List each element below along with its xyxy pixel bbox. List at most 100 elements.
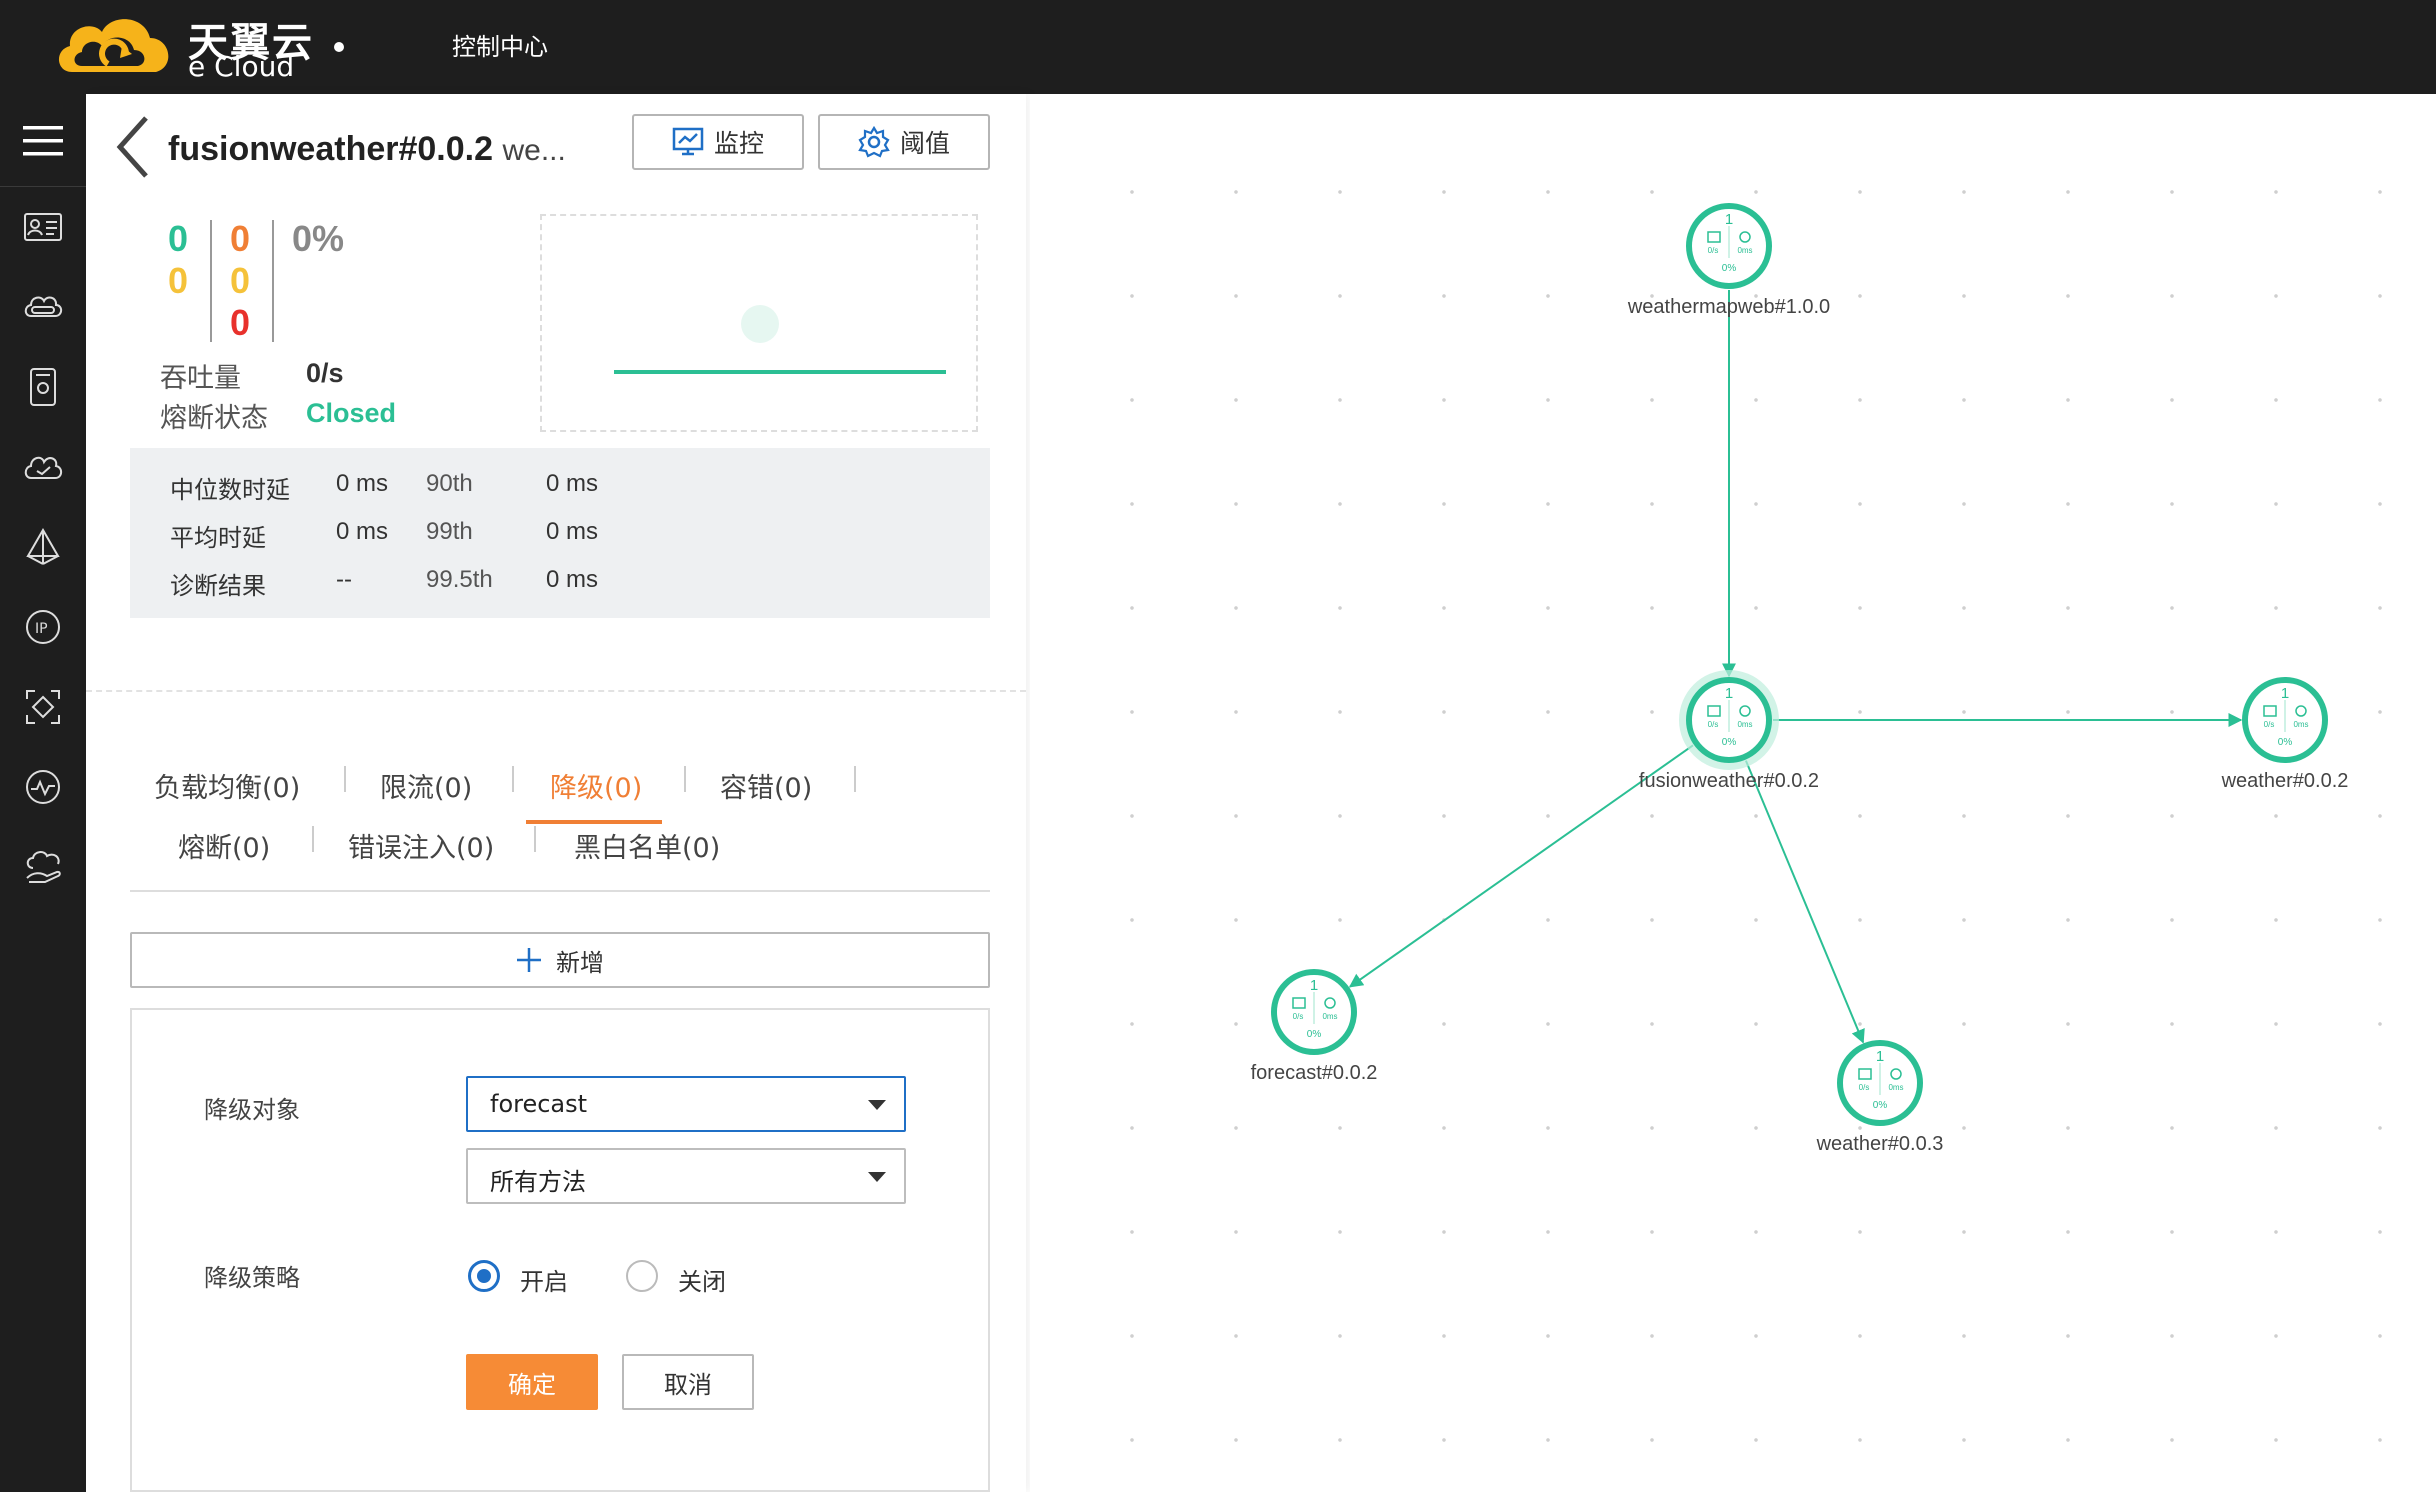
latency-row-2-value: 0 ms (336, 518, 389, 545)
tab-circuit-breaker[interactable]: 熔断(0) (178, 833, 271, 864)
monitor-button-label: 监控 (713, 129, 764, 158)
menu-icon[interactable] (0, 102, 86, 180)
brand-dot (334, 42, 344, 52)
stat-c1-bottom: 0 (168, 260, 189, 301)
strategy-on-label[interactable]: 开启 (520, 1268, 568, 1296)
strategy-off-radio[interactable] (626, 1260, 658, 1292)
throughput-icon (1292, 997, 1306, 1009)
topology-edge (1744, 760, 1865, 1044)
cancel-button[interactable]: 取消 (622, 1354, 754, 1410)
scan-icon[interactable] (0, 668, 86, 746)
control-center-link[interactable]: 控制中心 (452, 33, 548, 61)
monitor-icon[interactable] (0, 748, 86, 826)
service-title: fusionweather#0.0.2 we... (168, 130, 566, 169)
tab-separator (534, 826, 536, 852)
tabs-bottom-rule (130, 890, 990, 892)
node-rps: 0/s (1708, 246, 1719, 255)
clock-icon (1890, 1068, 1902, 1080)
cloud-check-icon[interactable] (0, 428, 86, 506)
latency-row-3-label: 诊断结果 (170, 572, 266, 600)
tab-degrade[interactable]: 降级(0) (550, 773, 643, 804)
stat-divider-2 (272, 220, 274, 342)
node-latency: 0ms (1888, 1083, 1903, 1092)
trend-marker (741, 305, 779, 343)
node-error-rate: 0% (1873, 1100, 1888, 1111)
strategy-on-radio[interactable] (468, 1260, 500, 1292)
svg-text:IP: IP (35, 621, 48, 637)
gear-icon (858, 126, 890, 158)
service-detail-panel: fusionweather#0.0.2 we... 监控 阈值 0 0 0 0 … (86, 94, 1026, 1492)
strategy-off-label[interactable]: 关闭 (678, 1268, 726, 1296)
node-latency: 0ms (1737, 246, 1752, 255)
service-node-label: weather#0.0.2 (2221, 770, 2349, 792)
tab-load-balance[interactable]: 负载均衡(0) (154, 773, 301, 804)
id-card-icon[interactable] (0, 188, 86, 266)
method-select-value: 所有方法 (490, 1168, 586, 1196)
clock-icon (1324, 997, 1336, 1009)
tab-separator (312, 826, 314, 852)
plus-icon (517, 948, 541, 972)
clock-icon (1739, 231, 1751, 243)
latency-row-2-label: 平均时延 (170, 524, 266, 552)
latency-row-1-pct-label: 90th (426, 470, 473, 497)
tab-separator (344, 766, 346, 792)
caret-down-icon (868, 1172, 886, 1182)
node-latency: 0ms (1322, 1012, 1337, 1021)
storage-icon[interactable] (0, 348, 86, 426)
latency-row-2-pct-value: 0 ms (546, 518, 599, 545)
confirm-button[interactable]: 确定 (466, 1354, 598, 1410)
stat-c2-bottom: 0 (230, 302, 251, 343)
breaker-label: 熔断状态 (160, 403, 268, 434)
throughput-icon (1707, 231, 1721, 243)
node-instance-count: 1 (1725, 211, 1733, 228)
rail-divider (0, 186, 86, 187)
node-error-rate: 0% (1722, 263, 1737, 274)
clock-icon (2295, 705, 2307, 717)
target-label: 降级对象 (204, 1096, 300, 1124)
tab-rate-limit[interactable]: 限流(0) (380, 773, 473, 804)
monitor-button[interactable]: 监控 (632, 114, 804, 170)
latency-row-2-pct-label: 99th (426, 518, 473, 545)
add-rule-label: 新增 (556, 948, 604, 977)
tab-fault-injection[interactable]: 错误注入(0) (348, 833, 495, 864)
node-rps: 0/s (2264, 720, 2275, 729)
tab-separator (512, 766, 514, 792)
service-node-label: weathermapweb#1.0.0 (1627, 296, 1831, 318)
node-latency: 0ms (1737, 720, 1752, 729)
cloud-hand-icon[interactable] (0, 828, 86, 906)
target-select[interactable]: forecast (466, 1076, 906, 1132)
node-rps: 0/s (1293, 1012, 1304, 1021)
ecloud-logo[interactable] (52, 6, 312, 86)
latency-row-1-value: 0 ms (336, 470, 389, 497)
tab-separator (684, 766, 686, 792)
stat-c2-top: 0 (230, 218, 251, 259)
node-instance-count: 1 (2281, 685, 2289, 702)
add-rule-button[interactable]: 新增 (130, 932, 990, 988)
tab-fault-tolerance[interactable]: 容错(0) (720, 773, 813, 804)
tab-separator (854, 766, 856, 792)
top-bar: 天翼云 e Cloud 控制中心 (0, 0, 2436, 94)
cloud-drive-icon[interactable] (0, 268, 86, 346)
throughput-icon (1707, 705, 1721, 717)
cloud-logo-icon (58, 19, 169, 73)
back-button[interactable] (112, 114, 152, 184)
method-select[interactable]: 所有方法 (466, 1148, 906, 1204)
ip-icon[interactable]: IP (0, 588, 86, 666)
tab-black-white-list[interactable]: 黑白名单(0) (574, 833, 721, 864)
stat-c1-top: 0 (168, 218, 189, 259)
network-icon[interactable] (0, 508, 86, 586)
service-name: fusionweather#0.0.2 (168, 130, 494, 168)
threshold-button[interactable]: 阈值 (818, 114, 990, 170)
clock-icon (1739, 705, 1751, 717)
chevron-left-icon (116, 116, 148, 178)
latency-row-3-value: -- (336, 566, 352, 593)
latency-row-3-pct-label: 99.5th (426, 566, 493, 593)
target-select-value: forecast (490, 1090, 588, 1118)
